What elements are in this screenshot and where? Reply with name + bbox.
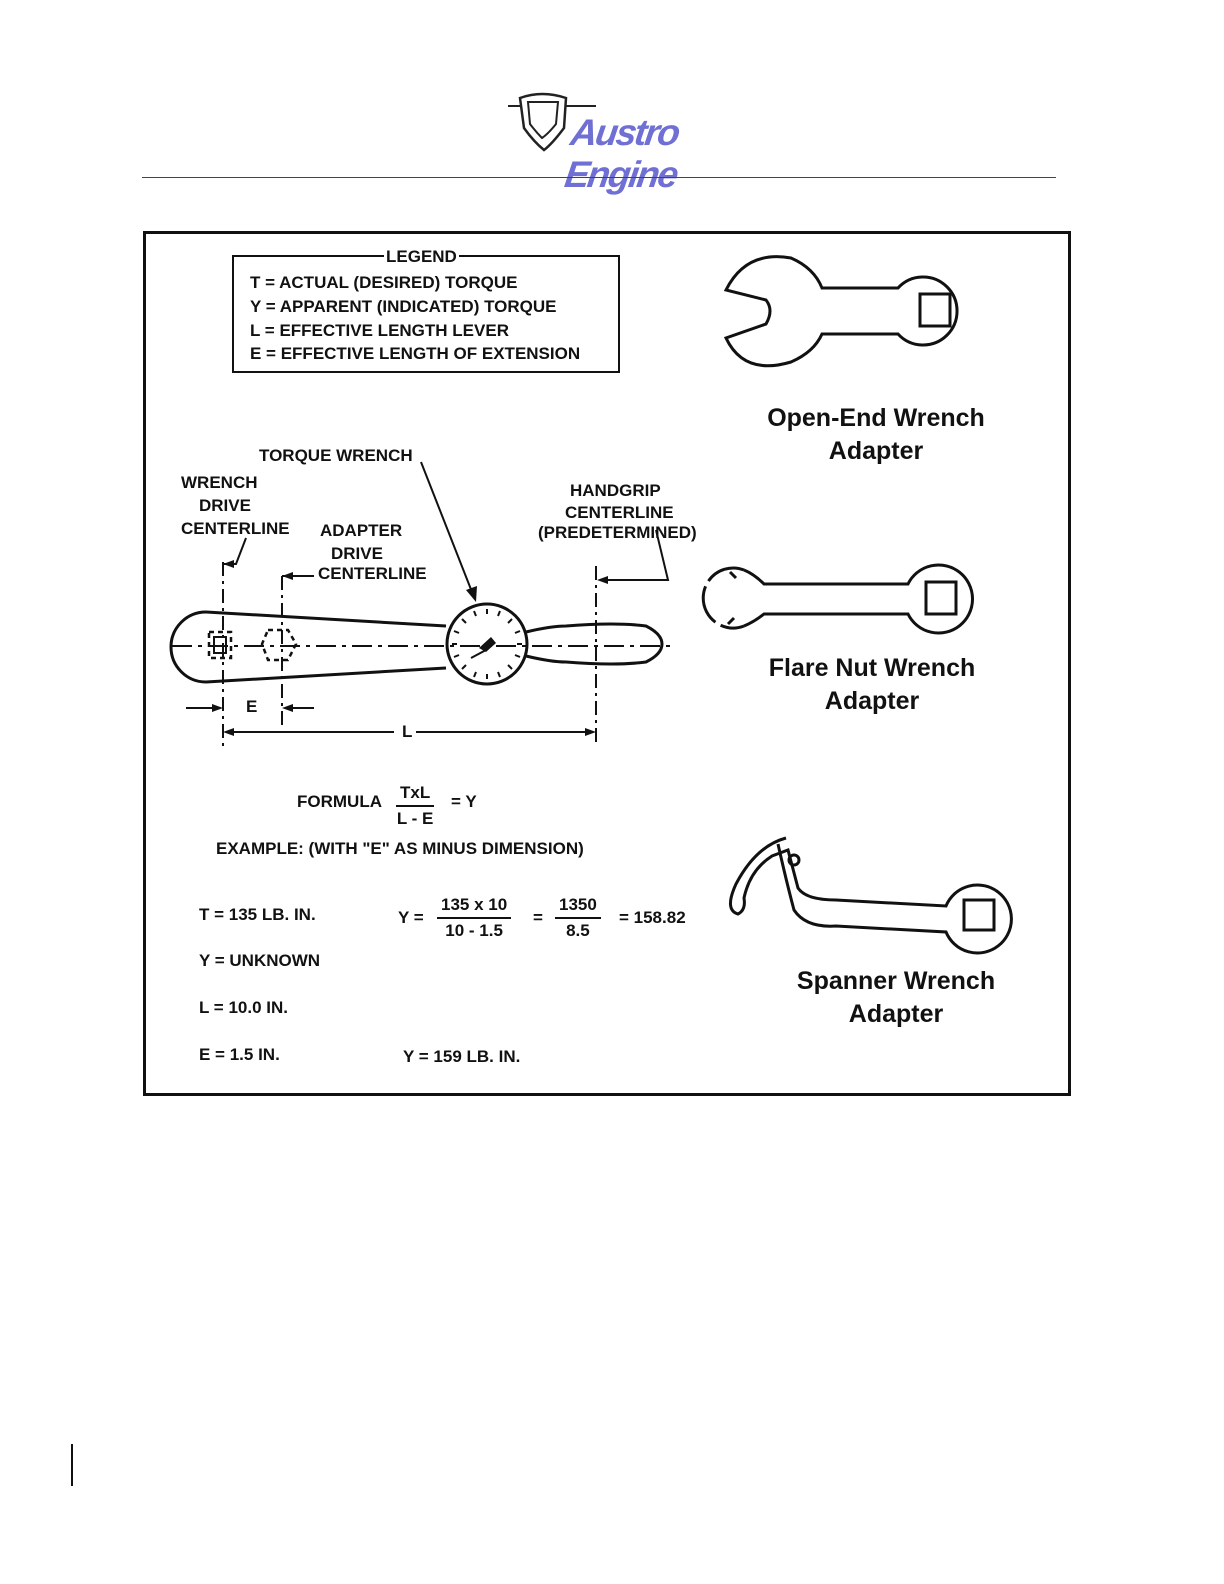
label-wrench-drive-2: DRIVE (199, 496, 251, 515)
page-margin-bar (71, 1444, 73, 1486)
calc-fraction-2: 1350 8.5 (555, 895, 601, 941)
caption-flare-nut-1: Flare Nut Wrench (768, 654, 976, 682)
example-y-value: Y = UNKNOWN (199, 951, 321, 970)
formula-denominator: L - E (396, 809, 434, 828)
austro-engine-logo: Austro Engine (508, 82, 776, 195)
label-dim-l: L (402, 722, 413, 741)
label-wrench-drive-1: WRENCH (181, 473, 258, 492)
caption-open-end-2: Adapter (828, 436, 924, 465)
label-handgrip-2: CENTERLINE (565, 503, 674, 522)
example-t-value: T = 135 LB. IN. (199, 905, 316, 924)
dimension-lines (186, 562, 597, 746)
label-handgrip-1: HANDGRIP (570, 481, 661, 500)
figure-drawing (169, 255, 1013, 955)
legend-line-y: Y = APPARENT (INDICATED) TORQUE (250, 297, 557, 316)
caption-spanner: Spanner Wrench Adapter (766, 965, 1026, 1030)
example-l-value: L = 10.0 IN. (199, 998, 288, 1017)
header-rule (142, 177, 1056, 178)
caption-open-end-1: Open-End Wrench (767, 404, 985, 432)
calc-numerator-1: 135 x 10 (437, 895, 512, 919)
calc-numerator-2: 1350 (555, 895, 601, 919)
flare-nut-wrench-icon (701, 563, 975, 635)
logo-emblem-icon (508, 92, 596, 152)
example-result: Y = 159 LB. IN. (403, 1047, 521, 1066)
dial-needle-icon (479, 637, 496, 652)
dimension-arrowheads (212, 704, 596, 736)
label-torque-wrench: TORQUE WRENCH (259, 446, 413, 465)
label-dim-e: E (246, 697, 258, 716)
torque-wrench-drawing (169, 602, 664, 686)
legend-line-e: E = EFFECTIVE LENGTH OF EXTENSION (250, 344, 581, 363)
example-e-value: E = 1.5 IN. (199, 1045, 280, 1064)
calc-denominator-1: 10 - 1.5 (445, 921, 503, 940)
legend-title: LEGEND (384, 247, 459, 267)
legend-box: LEGEND T = ACTUAL (DESIRED) TORQUE Y = A… (232, 247, 620, 373)
logo-text: Austro Engine (562, 112, 682, 195)
dial-ticks (452, 609, 522, 679)
caption-open-end: Open-End Wrench Adapter (746, 402, 1006, 467)
label-adapter-drive-2: DRIVE (331, 544, 383, 563)
caption-spanner-2: Adapter (848, 999, 944, 1028)
formula-numerator: TxL (396, 783, 435, 807)
legend-line-l: L = EFFECTIVE LENGTH LEVER (250, 321, 509, 340)
label-wrench-drive-3: CENTERLINE (181, 519, 290, 538)
caption-flare-nut-2: Adapter (824, 686, 920, 715)
formula-fraction: TxL L - E (396, 783, 435, 829)
calc-denominator-2: 8.5 (566, 921, 590, 940)
torque-wrench-figure: LEGEND T = ACTUAL (DESIRED) TORQUE Y = A… (143, 231, 1071, 1096)
caption-flare-nut: Flare Nut Wrench Adapter (742, 652, 1002, 717)
calc-fraction-1: 135 x 10 10 - 1.5 (437, 895, 512, 941)
calc-equals-2: = 158.82 (619, 908, 686, 927)
calc-equals-1: = (533, 908, 543, 927)
caption-spanner-1: Spanner Wrench (796, 967, 996, 995)
legend-line-t: T = ACTUAL (DESIRED) TORQUE (250, 273, 518, 292)
formula-result: = Y (451, 792, 477, 811)
leader-arrowheads (223, 560, 608, 602)
label-adapter-drive-3: CENTERLINE (318, 564, 427, 583)
spanner-wrench-icon (729, 836, 1013, 955)
example-heading: EXAMPLE: (WITH "E" AS MINUS DIMENSION) (216, 839, 584, 858)
calc-prefix: Y = (398, 908, 424, 927)
open-end-wrench-icon (723, 255, 959, 368)
label-handgrip-3: (PREDETERMINED) (538, 523, 697, 542)
formula-label: FORMULA (297, 792, 382, 811)
label-adapter-drive-1: ADAPTER (320, 521, 403, 540)
